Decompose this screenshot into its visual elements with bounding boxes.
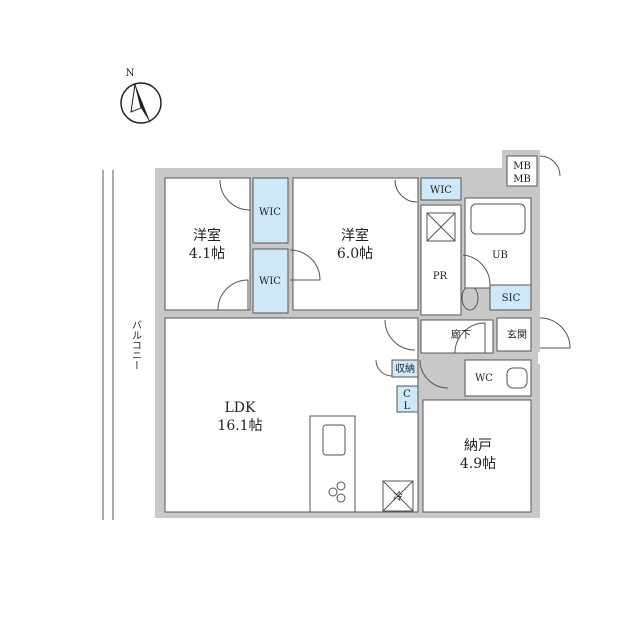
western-room-1-name: 洋室 (193, 227, 221, 244)
western-room-2-size: 6.0帖 (337, 246, 373, 262)
western-room-2-name: 洋室 (341, 227, 369, 244)
wic-1 (252, 177, 289, 244)
closet (396, 385, 419, 413)
western-room-1 (164, 177, 251, 311)
kitchen-sink-icon (322, 424, 346, 456)
toilet-room (464, 359, 532, 397)
mb-label-2: MB (513, 174, 531, 185)
bathtub-icon (470, 203, 526, 235)
entrance-label: 玄関 (507, 328, 527, 341)
balcony: バルコニー (102, 170, 142, 520)
wic-1-label: WIC (259, 207, 281, 218)
wic-2-label: WIC (259, 276, 281, 287)
wic-3-label: WIC (430, 185, 452, 196)
storeroom-name: 納戸 (464, 438, 492, 454)
storage-label: 収納 (395, 362, 415, 375)
fridge-space (382, 480, 414, 512)
meter-box (506, 155, 538, 187)
ub-label: UB (492, 250, 508, 261)
western-room-1-size: 4.1帖 (189, 246, 225, 262)
storeroom (422, 399, 532, 513)
powder-room (420, 204, 462, 316)
unit-bath (464, 197, 532, 289)
sic-label: SIC (502, 293, 521, 304)
stove-icon (328, 487, 338, 497)
pr-label: PR (433, 271, 448, 282)
entrance (496, 317, 532, 352)
western-room-2 (292, 177, 419, 311)
ldk-size: 16.1帖 (217, 418, 262, 434)
closet-label-c: C (403, 389, 411, 400)
door-swings (217, 155, 571, 389)
ldk (164, 317, 419, 513)
toilet-icon (506, 367, 528, 389)
wic-2 (252, 248, 289, 314)
wc-label: WC (475, 373, 493, 384)
closet-label-l: L (404, 401, 411, 412)
hallway (420, 319, 494, 354)
balcony-label: バルコニー (130, 320, 142, 370)
mb-label-1: MB (513, 161, 531, 172)
fridge-label: 冷 (393, 490, 403, 503)
compass-icon: N (120, 68, 162, 124)
storage (391, 359, 419, 378)
north-label: N (126, 68, 135, 79)
storeroom-size: 4.9帖 (460, 456, 496, 472)
washer-icon (426, 212, 456, 242)
ldk-name: LDK (225, 400, 257, 416)
wic-3 (420, 177, 462, 201)
kitchen-counter (309, 415, 356, 513)
shoe-closet (489, 284, 532, 311)
hallway-label: 廊下 (451, 328, 471, 341)
